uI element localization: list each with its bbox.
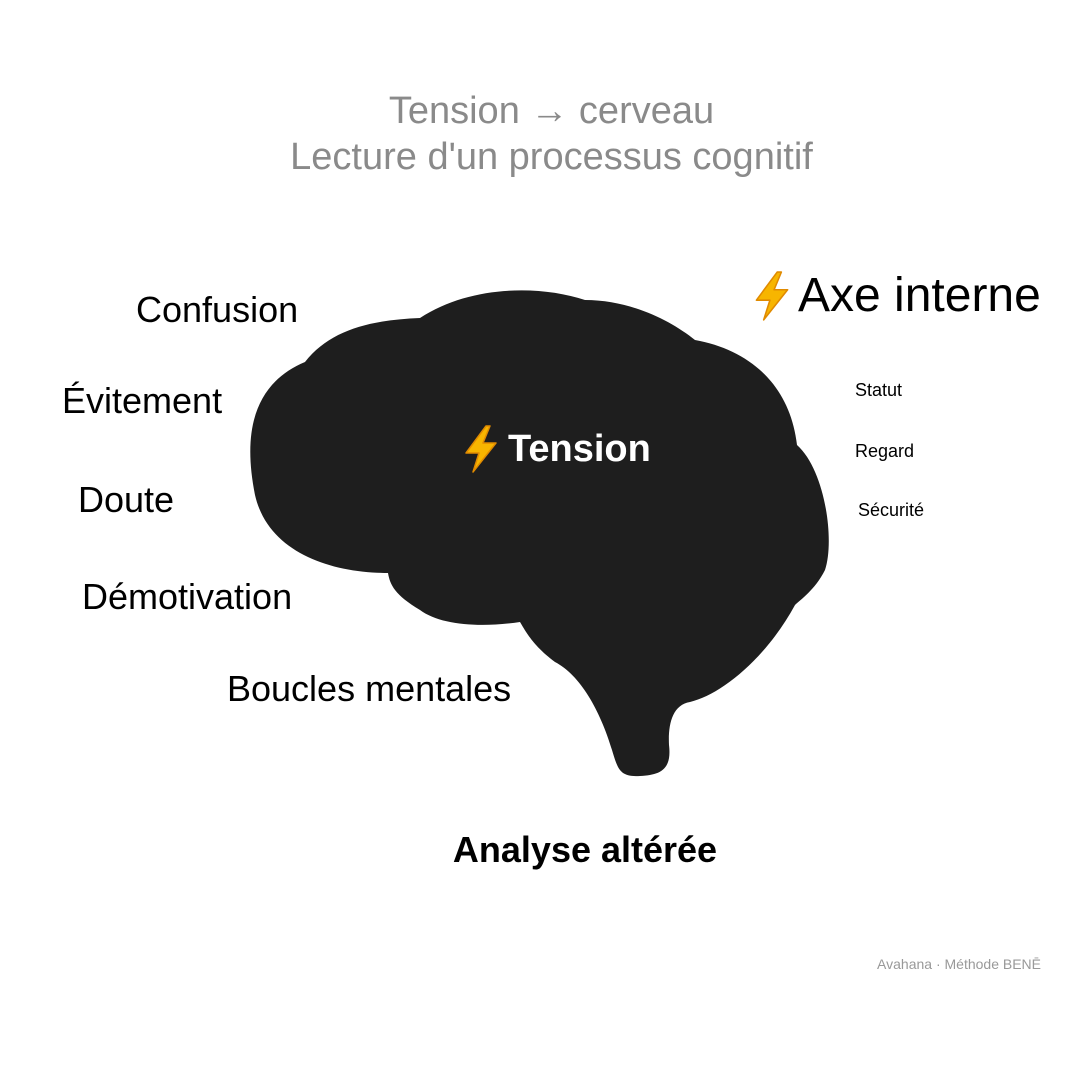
axe-interne-title: Axe interne [752, 268, 1041, 324]
lightning-bolt-icon [465, 425, 497, 473]
center-tension-label: Tension [462, 424, 651, 474]
axe-item: Sécurité [858, 500, 925, 520]
brain-shape [250, 290, 829, 777]
effect-label: Boucles mentales [227, 668, 512, 709]
title-line-2: Lecture d'un processus cognitif [290, 136, 813, 178]
effect-label: Évitement [62, 380, 223, 421]
credit-text: Avahana · Méthode BENĒ [877, 956, 1041, 972]
diagram-title: Tension → cerveau Lecture d'un processus… [0, 88, 1080, 180]
effect-label: Confusion [136, 289, 299, 330]
axe-item: Regard [855, 441, 915, 461]
axe-item: Statut [855, 380, 903, 400]
center-label-text: Tension [508, 428, 651, 470]
lightning-bolt-icon [755, 271, 789, 321]
axe-title-text: Axe interne [798, 269, 1041, 322]
bottom-label: Analyse altérée [452, 829, 718, 870]
title-line-1: Tension → cerveau [388, 90, 715, 132]
effect-label: Démotivation [82, 576, 293, 617]
effect-label: Doute [78, 479, 175, 520]
